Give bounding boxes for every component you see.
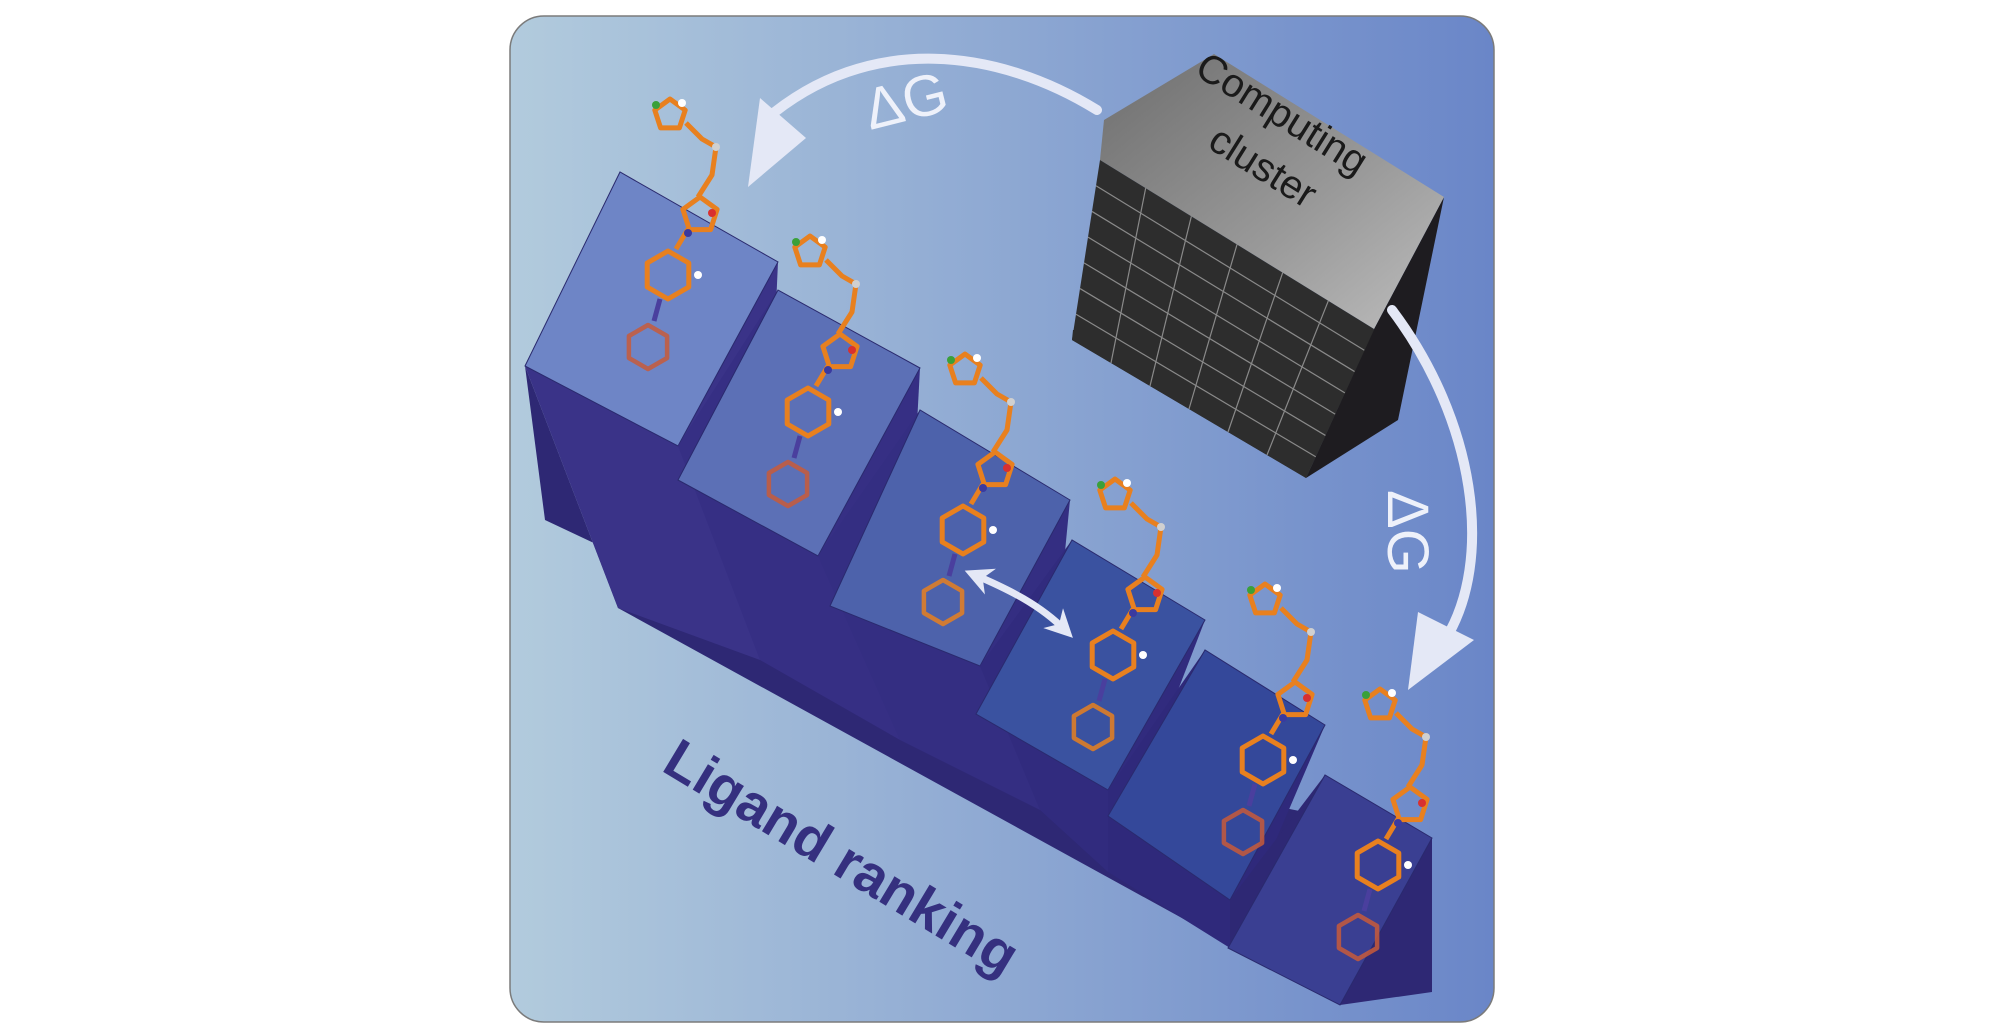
molecule-atom [1422, 733, 1430, 741]
molecule-bond [946, 553, 958, 577]
cluster-grid-line [1095, 185, 1365, 351]
step-6 [1227, 774, 1433, 1006]
cluster-grid [1075, 185, 1365, 458]
ligand-molecule [1336, 686, 1430, 962]
cluster-grid-line [1087, 236, 1346, 394]
molecule-atom [1307, 628, 1315, 636]
molecule-bond [651, 298, 663, 322]
cluster-grid-line [1110, 188, 1147, 364]
molecule-atom [684, 229, 692, 237]
ligand-molecule [766, 233, 860, 509]
ligand-molecules [626, 96, 1430, 962]
molecule-atom [1003, 464, 1011, 472]
molecule-atom [824, 366, 832, 374]
molecule-atom [947, 356, 955, 364]
molecule-atom [1303, 694, 1311, 702]
cluster-grid-line [1091, 210, 1355, 373]
molecule-ring [1221, 807, 1265, 857]
molecule-ring [975, 449, 1015, 488]
molecule-bond [1246, 783, 1258, 807]
delta-g-top-arrowhead [748, 98, 806, 187]
molecule-bond [1096, 678, 1108, 702]
molecule-atom [1007, 398, 1015, 406]
molecule-atom [852, 280, 860, 288]
molecule-atom [1157, 523, 1165, 531]
molecule-ring [1275, 679, 1315, 718]
delta-g-right-arrowhead [1408, 612, 1474, 690]
molecule-atom [1123, 479, 1131, 487]
molecule-atom [834, 408, 842, 416]
molecule-ring [644, 248, 692, 302]
cluster-grid-line [1149, 216, 1192, 387]
molecule-atom [694, 271, 702, 279]
molecule-atom [1289, 756, 1297, 764]
cluster-right-face [1306, 197, 1444, 478]
delta-g-right-label: ΔG [1375, 490, 1440, 574]
molecule-atom [1139, 651, 1147, 659]
molecule-atom [1394, 819, 1402, 827]
molecule-atom [1097, 481, 1105, 489]
molecule-ring [820, 331, 860, 370]
delta-g-top-arrow [760, 53, 1102, 125]
molecule-ring [921, 577, 965, 627]
step-5 [1107, 649, 1326, 948]
molecule-ring [626, 322, 670, 372]
molecule-atom [989, 526, 997, 534]
molecule-ring [1336, 912, 1380, 962]
ligand-molecule [1071, 476, 1165, 752]
molecule-atom [1129, 609, 1137, 617]
molecule-atom [1418, 799, 1426, 807]
swap-arrow [964, 568, 1073, 638]
molecule-atom [1279, 714, 1287, 722]
cluster-grid-line [1227, 272, 1284, 433]
molecule-bond [1361, 888, 1373, 912]
molecule-atom [652, 101, 660, 109]
molecule-atom [708, 209, 716, 217]
molecule-ring [1125, 574, 1165, 613]
molecule-atom [792, 238, 800, 246]
molecule-atom [973, 354, 981, 362]
molecule-atom [712, 143, 720, 151]
ligand-molecule [626, 96, 720, 372]
cluster-grid-line [1079, 288, 1326, 436]
molecule-atom [848, 346, 856, 354]
molecule-ring [1390, 784, 1430, 823]
molecule-ring [766, 459, 810, 509]
molecule-ring [1071, 702, 1115, 752]
molecule-atom [1388, 689, 1396, 697]
molecule-ring [680, 194, 720, 233]
molecule-atom [678, 99, 686, 107]
molecule-ring [1089, 628, 1137, 682]
molecule-ring [939, 503, 987, 557]
molecule-ring [1354, 838, 1402, 892]
molecule-atom [979, 484, 987, 492]
ligand-molecule [921, 351, 1015, 627]
molecule-atom [1362, 691, 1370, 699]
molecule-atom [1273, 584, 1281, 592]
cluster-top-face [1100, 54, 1444, 329]
molecule-bond [791, 435, 803, 459]
cluster-grid-line [1188, 244, 1238, 410]
molecule-ring [1239, 733, 1287, 787]
molecule-atom [1247, 586, 1255, 594]
molecule-ring [784, 385, 832, 439]
ligand-molecule [1221, 581, 1315, 857]
molecule-atom [1153, 589, 1161, 597]
delta-g-right-arrow [1387, 305, 1478, 645]
molecule-atom [1404, 861, 1412, 869]
molecule-atom [818, 236, 826, 244]
cluster-grid-line [1083, 262, 1336, 415]
cluster-grid-line [1075, 313, 1317, 458]
cluster-grid-line [1266, 300, 1329, 456]
